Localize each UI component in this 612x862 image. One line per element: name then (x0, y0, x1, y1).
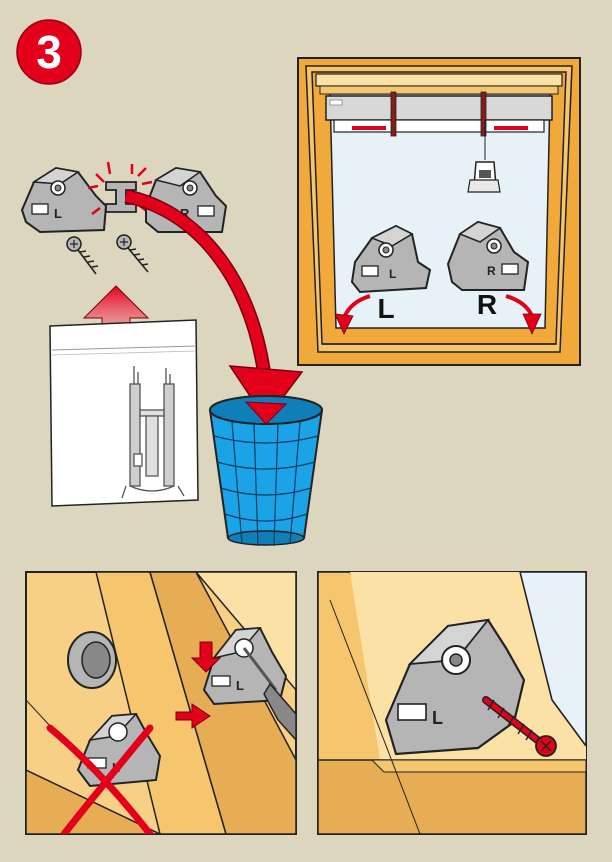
bracket-left-letter: L (54, 206, 62, 221)
step-badge: 3 (17, 20, 81, 84)
window-bracket-right-letter: R (487, 264, 496, 278)
mounted-bracket-letter: L (236, 678, 244, 693)
grommet-icon (68, 632, 116, 688)
large-bracket-letter: L (432, 708, 443, 728)
window-label-right: R (477, 289, 497, 320)
window-label-left: L (377, 293, 394, 324)
window-bracket-left-letter: L (389, 267, 396, 281)
panel-correct-position: L L (26, 572, 296, 834)
plastic-bag-icon (50, 320, 198, 506)
waste-bin-icon (210, 396, 322, 546)
roof-window-illustration: L R L R (298, 58, 580, 365)
step-number: 3 (36, 26, 62, 78)
panel-screw-mounting: L (318, 572, 586, 834)
